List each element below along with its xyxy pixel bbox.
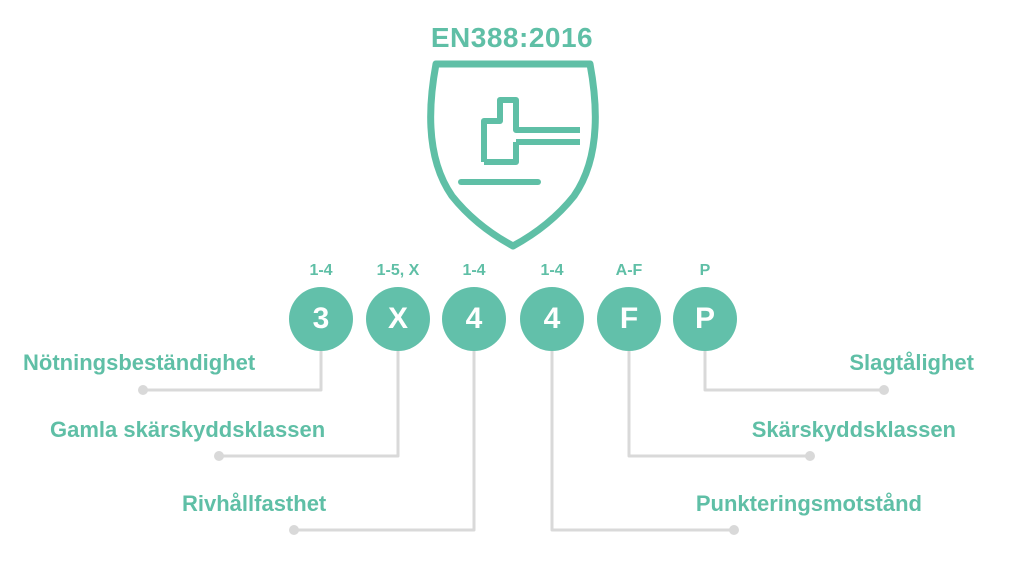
range-label-2: 1-5, X bbox=[376, 262, 420, 279]
connector-line-6 bbox=[703, 351, 884, 392]
connector-line-2 bbox=[219, 351, 400, 458]
connector-dot-6 bbox=[879, 385, 889, 395]
connector-line-4 bbox=[550, 351, 734, 532]
label-tear: Rivhållfasthet bbox=[182, 491, 327, 516]
connector-dot-4 bbox=[729, 525, 739, 535]
connector-line-5 bbox=[627, 351, 810, 458]
label-puncture: Punkteringsmotstånd bbox=[695, 491, 922, 516]
range-label-4: 1-4 bbox=[540, 262, 564, 279]
shield-icon bbox=[427, 60, 599, 250]
range-label-3: 1-4 bbox=[462, 262, 486, 279]
label-impact: Slagtålighet bbox=[849, 350, 974, 375]
connector-dot-5 bbox=[805, 451, 815, 461]
standard-title: EN388:2016 bbox=[430, 22, 594, 53]
label-cut: Skärskyddsklassen bbox=[751, 417, 956, 442]
connector-line-3 bbox=[294, 351, 476, 532]
connector-dot-1 bbox=[138, 385, 148, 395]
connector-dot-2 bbox=[214, 451, 224, 461]
range-label-1: 1-4 bbox=[309, 262, 333, 279]
rating-circle-abrasion: 3 bbox=[289, 287, 353, 351]
rating-circle-tear: 4 bbox=[442, 287, 506, 351]
range-label-5: A-F bbox=[615, 262, 643, 279]
rating-circle-cut: F bbox=[597, 287, 661, 351]
label-old-cut: Gamla skärskyddsklassen bbox=[50, 417, 326, 442]
label-abrasion: Nötningsbeständighet bbox=[23, 350, 256, 375]
connector-dot-3 bbox=[289, 525, 299, 535]
range-label-6: P bbox=[699, 262, 711, 279]
rating-circle-old-cut: X bbox=[366, 287, 430, 351]
rating-circle-impact: P bbox=[673, 287, 737, 351]
connector-line-1 bbox=[143, 351, 323, 392]
rating-circle-puncture: 4 bbox=[520, 287, 584, 351]
